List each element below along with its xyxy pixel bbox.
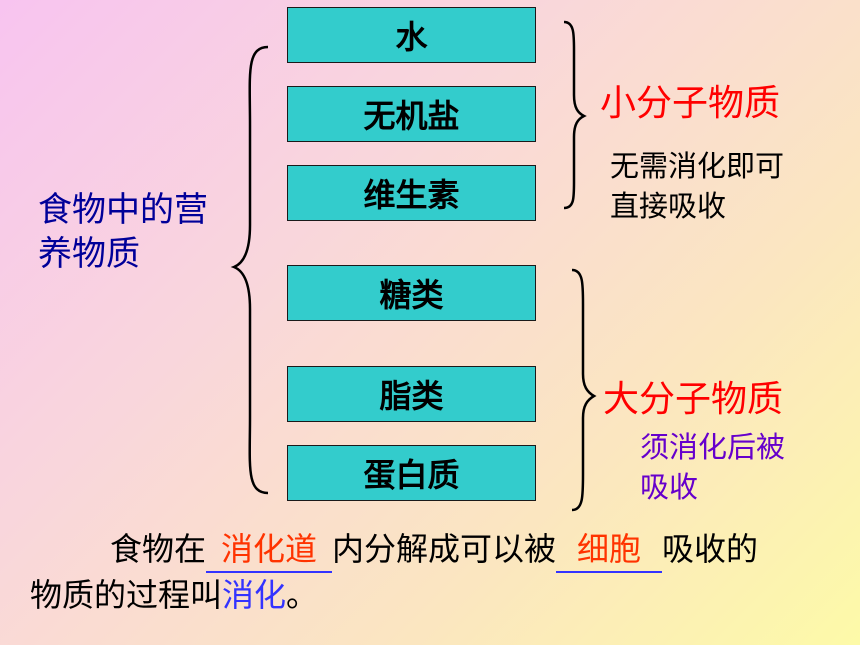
large-molecule-brace <box>571 268 597 512</box>
definition-line2: 物质的过程叫消化。 <box>30 573 318 617</box>
large-molecule-note-line2: 吸收 <box>640 470 699 504</box>
small-molecule-note-line1: 无需消化即可 <box>610 149 785 183</box>
definition-term: 消化 <box>222 576 287 614</box>
large-molecule-note-line1: 须消化后被 <box>640 430 786 464</box>
small-molecule-brace <box>563 20 587 210</box>
nutrient-box-label: 糖类 <box>379 276 444 314</box>
definition-part3: 吸收的 <box>662 530 759 568</box>
nutrient-box-minerals: 无机盐 <box>287 86 536 142</box>
nutrient-box-sugars: 糖类 <box>287 265 536 321</box>
nutrient-box-label: 水 <box>395 18 428 56</box>
definition-answer-2: 细胞 <box>577 530 642 568</box>
definition-line1: 食物在 消化道内分解成可以被 细胞吸收的 <box>110 527 758 573</box>
definition-blank-1: 消化道 <box>206 527 333 573</box>
nutrient-box-label: 脂类 <box>379 377 444 415</box>
large-molecule-title: 大分子物质 <box>603 379 784 420</box>
nutrients-label: 食物中的营 养物质 <box>38 188 208 276</box>
large-molecule-note: 须消化后被 吸收 <box>640 427 785 507</box>
definition-part5: 。 <box>286 576 319 614</box>
nutrient-box-label: 无机盐 <box>363 97 460 135</box>
nutrient-box-water: 水 <box>287 7 536 63</box>
nutrient-box-lipids: 脂类 <box>287 366 536 422</box>
definition-blank-2: 细胞 <box>556 527 663 573</box>
nutrients-label-line1: 食物中的营 <box>38 190 208 230</box>
nutrient-box-label: 蛋白质 <box>363 456 460 494</box>
main-brace <box>230 45 269 495</box>
small-molecule-title: 小分子物质 <box>600 83 781 124</box>
small-molecule-note-line2: 直接吸收 <box>610 189 727 223</box>
nutrient-box-label: 维生素 <box>363 176 460 214</box>
definition-answer-1: 消化道 <box>221 530 318 568</box>
nutrient-box-vitamins: 维生素 <box>287 165 536 221</box>
nutrients-label-line2: 养物质 <box>38 234 140 274</box>
nutrient-box-protein: 蛋白质 <box>287 445 536 501</box>
definition-part2: 内分解成可以被 <box>332 530 557 568</box>
small-molecule-note: 无需消化即可 直接吸收 <box>610 146 784 226</box>
definition-part4: 物质的过程叫 <box>30 576 223 614</box>
definition-part1: 食物在 <box>110 530 207 568</box>
